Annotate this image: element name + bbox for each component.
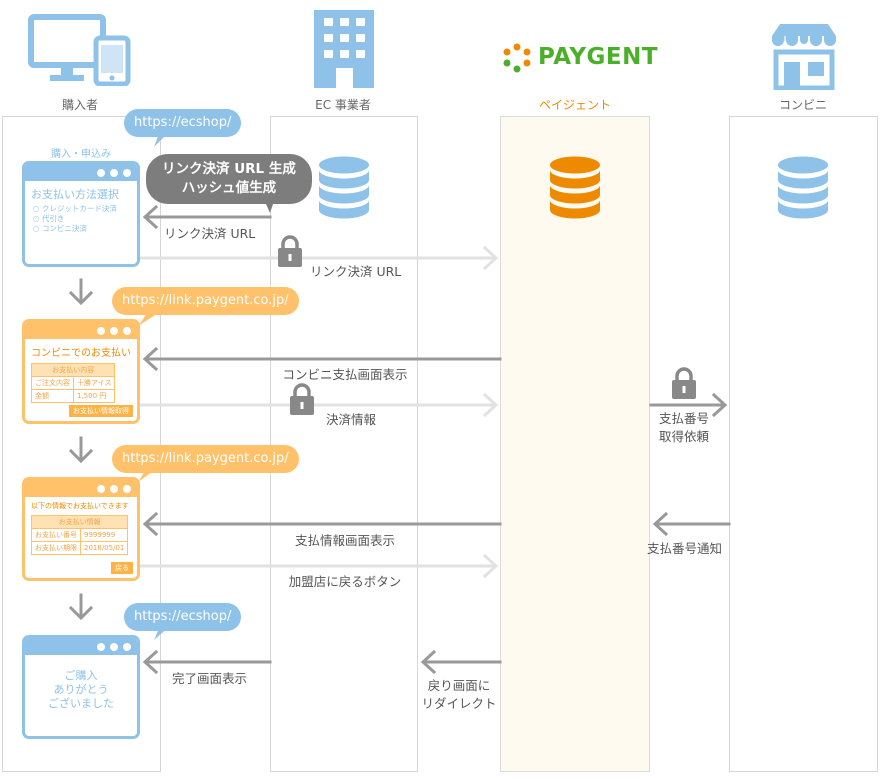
window-titlebar [25, 164, 137, 181]
cvs-payment-title: コンビニでのお支払い [31, 348, 131, 359]
table-cell: 十勝アイス [72, 376, 116, 390]
convenience-store-icon [772, 24, 836, 90]
ec-lane [270, 116, 418, 772]
arrow-label-redirect: 戻り画面に リダイレクト [414, 677, 504, 713]
arrow-label-line: 取得依頼 [658, 429, 709, 444]
payment-method-title: お支払い方法選択 [31, 188, 119, 201]
paygent-lane [500, 116, 650, 772]
payment-method-window: お支払い方法選択 ○ クレジットカード決済 ○ 代引き ○ コンビニ決済 [22, 161, 140, 267]
url-generation-line1: リンク決済 URL 生成 [162, 161, 296, 177]
office-building-icon [314, 10, 374, 88]
url-bubble-paygent: https://link.paygent.co.jp/ [112, 445, 299, 473]
table-cell: ご注文内容 [31, 376, 74, 390]
cvs-lane [729, 116, 878, 772]
table-cell: 1,500 円 [72, 389, 116, 403]
table-cell: 金額 [31, 389, 74, 403]
arrow-label-line: 戻り画面に [427, 678, 491, 693]
lock-icon [278, 235, 302, 267]
computer-devices-icon [28, 14, 131, 86]
table-cell: お支払い期限 [31, 541, 81, 555]
arrow-label-link-url: リンク決済 URL [310, 264, 402, 279]
cvs-database-icon [778, 156, 828, 219]
thank-you-line: ありがとう [53, 683, 109, 696]
lock-icon [672, 367, 696, 399]
arrow-label-line: リダイレクト [421, 696, 497, 711]
arrow-label-pay-info-screen: 支払情報画面表示 [294, 533, 395, 548]
arrow-label-back-button: 加盟店に戻るボタン [288, 574, 402, 589]
url-bubble-paygent: https://link.paygent.co.jp/ [112, 287, 299, 315]
arrow-label-line: 支払番号 [658, 411, 709, 426]
arrow-label-settle-info: 決済情報 [326, 412, 377, 427]
arrow-label-link-url: リンク決済 URL [164, 226, 256, 241]
url-generation-bubble: リンク決済 URL 生成 ハッシュ値生成 [146, 154, 312, 204]
paygent-header: ペイジェント [538, 98, 611, 112]
payment-info-title: 以下の情報でお支払いできます [31, 502, 129, 510]
buyer-header: 購入者 [61, 98, 98, 112]
thank-you-message: ご購入 ありがとう ございました [25, 655, 137, 711]
url-bubble-ecshop: https://ecshop/ [124, 109, 242, 137]
arrow-label-complete: 完了画面表示 [172, 671, 248, 686]
thank-you-window: ご購入 ありがとう ございました [22, 635, 140, 739]
cvs-header: コンビニ [778, 98, 827, 112]
paygent-logo-text: PAYGENT [538, 44, 659, 70]
url-bubble-ecshop: https://ecshop/ [124, 603, 242, 631]
ec-header: EC 事業者 [315, 98, 371, 112]
ec-database-icon [319, 156, 369, 219]
window-titlebar [25, 322, 137, 339]
window-titlebar [25, 480, 137, 497]
order-table-head: お支払い内容 [30, 363, 116, 377]
table-cell: お支払い番号 [31, 528, 81, 542]
arrow-label-pay-number-notice: 支払番号通知 [647, 541, 723, 556]
back-button[interactable]: 戻る [111, 562, 133, 574]
paygent-database-icon [550, 156, 600, 219]
window-titlebar [25, 638, 137, 655]
arrow-label-cvs-screen: コンビニ支払画面表示 [282, 367, 408, 382]
option-cvs[interactable]: ○ コンビニ決済 [33, 224, 87, 233]
paygent-logo-icon [503, 43, 531, 73]
table-cell: 9999999 [79, 528, 129, 542]
get-payment-info-button[interactable]: お支払い情報取得 [69, 405, 133, 417]
option-cod[interactable]: ○ 代引き [33, 214, 65, 223]
option-credit[interactable]: ○ クレジットカード決済 [33, 204, 117, 213]
thank-you-line: ご購入 [64, 669, 98, 682]
table-cell: 2018/05/01 [79, 541, 129, 555]
url-generation-line2: ハッシュ値生成 [181, 180, 277, 196]
thank-you-line: ございました [48, 697, 114, 710]
arrow-label-pay-number-request: 支払番号 取得依頼 [644, 410, 724, 446]
purchase-caption: 購入・申込み [51, 149, 111, 160]
lock-icon [290, 383, 314, 415]
payment-info-table-head: お支払い情報 [30, 515, 129, 529]
